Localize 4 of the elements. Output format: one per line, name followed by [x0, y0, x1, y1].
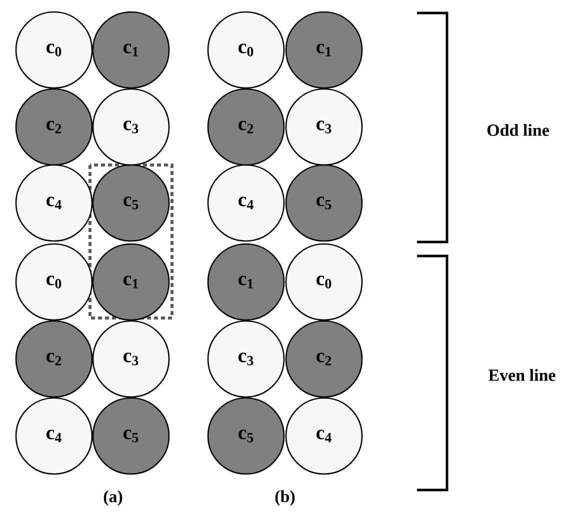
line-label: Even line: [488, 369, 556, 381]
panel-label: (b): [275, 490, 295, 506]
line-label: Odd line: [487, 124, 549, 136]
panel-label: (a): [104, 490, 122, 506]
